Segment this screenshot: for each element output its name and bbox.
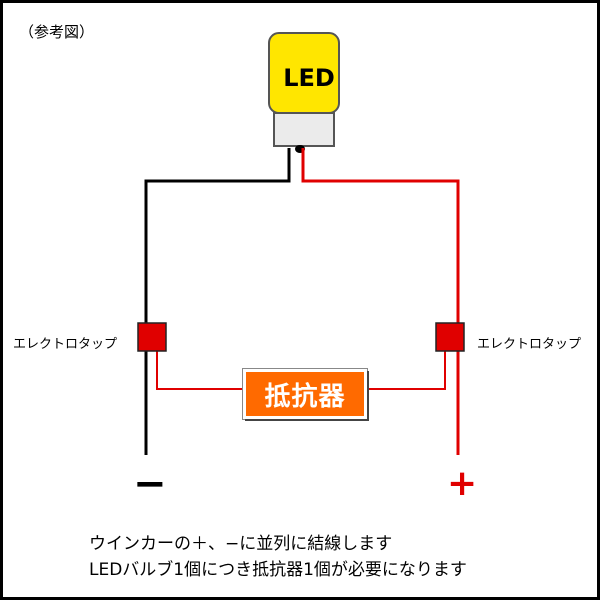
resistor-label: 抵抗器 [243, 369, 367, 419]
resistor-wire-right [364, 341, 446, 390]
caption-line-1: ウインカーの＋、−に並列に結線します [89, 534, 393, 554]
tap-left-label: エレクトロタップ [13, 337, 118, 352]
tap-left [137, 322, 167, 352]
positive-wire [301, 148, 460, 455]
negative-wire [144, 148, 291, 455]
wiring-diagram [137, 32, 465, 455]
reference-label: （参考図） [19, 23, 95, 41]
positive-sign: + [447, 463, 478, 504]
led-base [273, 112, 335, 147]
led-label: LED [283, 64, 335, 92]
tap-right-label: エレクトロタップ [477, 337, 582, 352]
resistor-wire-left [156, 341, 243, 390]
tap-right [435, 322, 465, 352]
negative-sign: − [133, 461, 167, 507]
caption-line-2: LEDバルブ1個につき抵抗器1個が必要になります [89, 560, 467, 580]
